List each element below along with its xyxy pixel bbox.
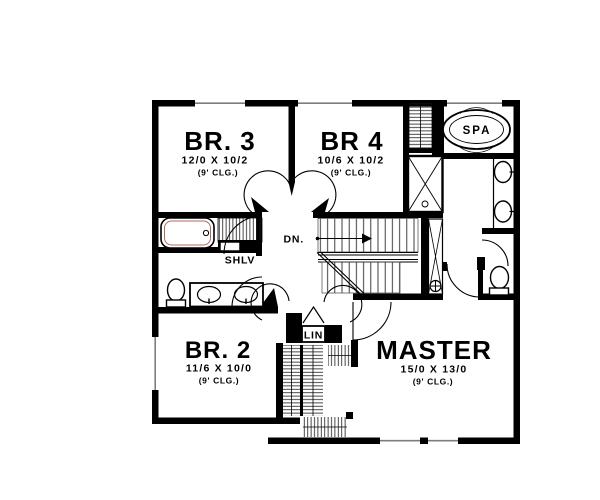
door-swings [223, 170, 509, 341]
room-ceiling-br2: (9' CLG.) [199, 376, 239, 386]
room-label-br3: BR. 3 [184, 126, 255, 156]
staircase [315, 218, 444, 295]
room-label-master: MASTER [376, 335, 492, 365]
hall-closet-door-left-arc [250, 283, 290, 321]
hall-bathroom [160, 217, 264, 308]
linen-label: LIN [304, 330, 323, 342]
room-ceiling-master: (9' CLG.) [413, 377, 453, 387]
walk-in-closet [283, 325, 351, 437]
br3-door-arc [243, 170, 291, 219]
stairs-down-label: DN. [284, 234, 304, 246]
bathtub [160, 217, 215, 249]
down-arrow [315, 233, 372, 244]
room-ceiling-br4: (9' CLG.) [331, 168, 371, 178]
toilet [165, 278, 187, 308]
shelves-label: SHLV [225, 255, 255, 267]
water-closet-toilet [488, 265, 510, 296]
room-dims-br3: 12/0 X 10/2 [182, 155, 249, 167]
br4-door-arc [289, 170, 337, 219]
windows [154, 102, 502, 442]
spa-tub [442, 107, 511, 153]
linen-door [302, 305, 325, 324]
room-label-br2: BR. 2 [185, 337, 251, 364]
master-bathroom [406, 102, 514, 296]
shelves [217, 217, 263, 253]
room-dims-br2: 11/6 X 10/0 [186, 363, 252, 375]
water-closet-door-arc [481, 239, 509, 267]
chase-column [427, 218, 444, 295]
spa-label: SPA [463, 125, 492, 137]
room-dims-br4: 10/6 X 10/2 [318, 155, 385, 167]
room-label-br4: BR 4 [320, 126, 383, 156]
room-ceiling-br3: (9' CLG.) [198, 168, 238, 178]
vanity-counter [492, 159, 514, 228]
hall-closet-door-right-arc [323, 284, 363, 323]
shower [406, 154, 444, 214]
br2-door-arc [231, 276, 263, 308]
master-door-arc [352, 301, 392, 341]
master-bath-door-arc [446, 263, 481, 298]
double-vanity [189, 282, 264, 308]
bath-door-arc [223, 215, 263, 255]
room-dims-master: 15/0 X 13/0 [401, 364, 468, 376]
linen-shelves [408, 102, 433, 150]
linen-cabinet-box [301, 325, 326, 343]
